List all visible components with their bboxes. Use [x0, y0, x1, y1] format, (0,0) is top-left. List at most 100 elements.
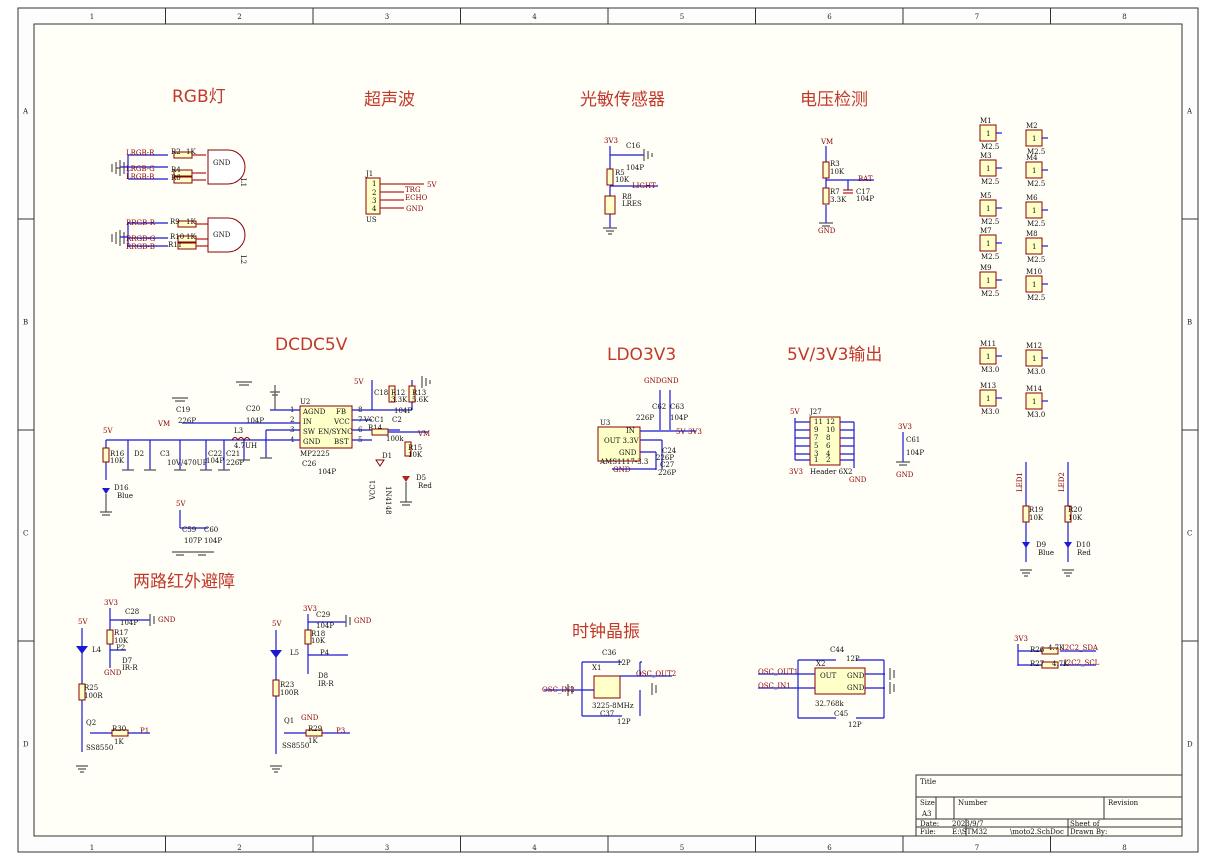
tb-date-label: Date:	[920, 820, 939, 828]
ref-d1: D1	[382, 452, 392, 460]
led-d10	[1064, 542, 1072, 548]
net-lrgb-r: LRGB-R	[126, 149, 155, 157]
ref-r17: R17	[114, 629, 128, 637]
ref-c45: C45	[834, 710, 848, 718]
ref-r3: R3	[830, 160, 840, 168]
net-dcdc-vm: VM	[157, 420, 170, 428]
ref-c21: C21	[226, 450, 240, 458]
title-block: Title Size A3 Number Revision Date: 2023…	[915, 774, 1183, 837]
ic-u2	[299, 405, 353, 449]
net-irr-3v3: 3V3	[303, 605, 317, 613]
led-d9	[1022, 542, 1030, 548]
net-i2c-sda: I2C2_SDA	[1062, 644, 1099, 652]
header-j27	[809, 416, 841, 466]
u2-pin-gnd: GND	[303, 438, 321, 446]
net-vcc1-a: VCC1	[363, 416, 384, 424]
val-r10: 1K	[186, 233, 196, 241]
header-pin-2: 2	[826, 456, 830, 464]
hole-pin: 1	[986, 240, 990, 248]
status-leds: LED1 LED2 R19 10K R20 10K D9 Blue D10 Re…	[1016, 462, 1091, 577]
header-pin-9: 9	[814, 426, 818, 434]
resistor-r25	[78, 683, 86, 701]
val-c21: 226P	[226, 459, 244, 467]
val-r12: 3.3K	[391, 396, 408, 404]
ref-c29: C29	[316, 611, 330, 619]
ref-r27: R27	[1030, 660, 1044, 668]
photo-sensor: 3V3 C16 104P R5 10K LIGHT R8 LRES	[603, 137, 658, 235]
val-r25: 100R	[84, 692, 103, 700]
header-pin-10: 10	[826, 426, 835, 434]
title-ultrasonic: 超声波	[364, 90, 415, 110]
net-us-trg: TRG	[405, 186, 421, 194]
ref-c18: C18	[374, 389, 388, 397]
val-c19: 226P	[178, 417, 196, 425]
val-r3: 10K	[830, 168, 845, 176]
ref-p2: P2	[116, 644, 125, 652]
hole-ref: M6	[1026, 194, 1038, 202]
title-clock: 时钟晶振	[572, 622, 640, 642]
net-photo-3v3: 3V3	[604, 137, 618, 145]
tb-file-name: \moto2.SchDoc	[1010, 828, 1064, 836]
ref-d2: D2	[134, 450, 144, 458]
net-dcdc-5v-b: 5V	[354, 378, 364, 386]
ref-u2: U2	[300, 398, 310, 406]
hole-pin: 1	[986, 353, 990, 361]
j1-pin-3: 3	[372, 197, 376, 205]
ref-c62: C62	[652, 403, 666, 411]
ref-c24: C24	[662, 447, 677, 455]
zone-col-4: 4	[532, 13, 537, 21]
resistor-r17	[106, 629, 114, 645]
val-x1: 3225-8MHz	[592, 702, 634, 710]
resistor-r18	[304, 629, 312, 645]
net-bat: BAT	[858, 175, 873, 183]
ref-l4: L4	[92, 646, 102, 654]
net-lrgb-b: LRGB-B	[126, 173, 154, 181]
ref-c28: C28	[125, 608, 139, 616]
val-q1: SS8550	[282, 742, 309, 750]
ir-led-l5	[270, 650, 282, 658]
zone-col-7: 7	[975, 844, 979, 852]
val-d16: Blue	[117, 492, 133, 500]
zone-col-3: 3	[385, 13, 389, 21]
val-q2: SS8550	[86, 744, 113, 752]
resistor-r7	[822, 187, 830, 205]
ref-c16: C16	[626, 142, 641, 150]
ref-l2: L2	[239, 255, 247, 264]
tb-title-label: Title	[920, 778, 936, 786]
val-c2: 104P	[394, 407, 412, 415]
net-irr-gnd: GND	[354, 617, 372, 625]
ref-c27: C27	[660, 461, 674, 469]
val-r13: 5.6K	[412, 396, 429, 404]
dcdc-section: U2 AGND IN SW GND FB VCC EN/SYNC BST 1 2…	[100, 376, 432, 556]
hole-val: M2.5	[981, 218, 999, 226]
ref-r13: R13	[412, 389, 426, 397]
net-ldo-gndgnd: GNDGND	[644, 377, 679, 385]
title-dcdc: DCDC5V	[275, 335, 348, 355]
j1-pin-2: 2	[372, 189, 376, 197]
ref-u3: U3	[600, 419, 610, 427]
val-d10: Red	[1077, 549, 1091, 557]
val-d1: 1N4148	[384, 486, 392, 514]
title-rgb: RGB灯	[172, 87, 226, 107]
zone-row-D: D	[1187, 741, 1193, 749]
ir-left: 3V3 GND C28 104P R17 10K P2 D7 IR-R GND …	[76, 599, 176, 773]
val-r5: 10K	[615, 176, 630, 184]
zone-col-5: 5	[680, 13, 684, 21]
part-us: US	[366, 216, 377, 224]
crystal-32k: X2 32.768k OUT GND GND C44 12P C45 12P O…	[758, 646, 895, 729]
hole-val: M2.5	[981, 290, 999, 298]
net-rrgb-g: RRGB-G	[126, 235, 156, 243]
zone-row-D: D	[23, 741, 29, 749]
ref-r6: R6	[171, 174, 181, 182]
hole-pin: 1	[1032, 167, 1036, 175]
hole-ref: M7	[980, 227, 992, 235]
net-vm: VM	[820, 138, 833, 146]
tb-sheet: Sheet of	[1070, 820, 1101, 828]
resistor-r20	[1064, 505, 1072, 523]
zone-col-1: 1	[90, 13, 94, 21]
